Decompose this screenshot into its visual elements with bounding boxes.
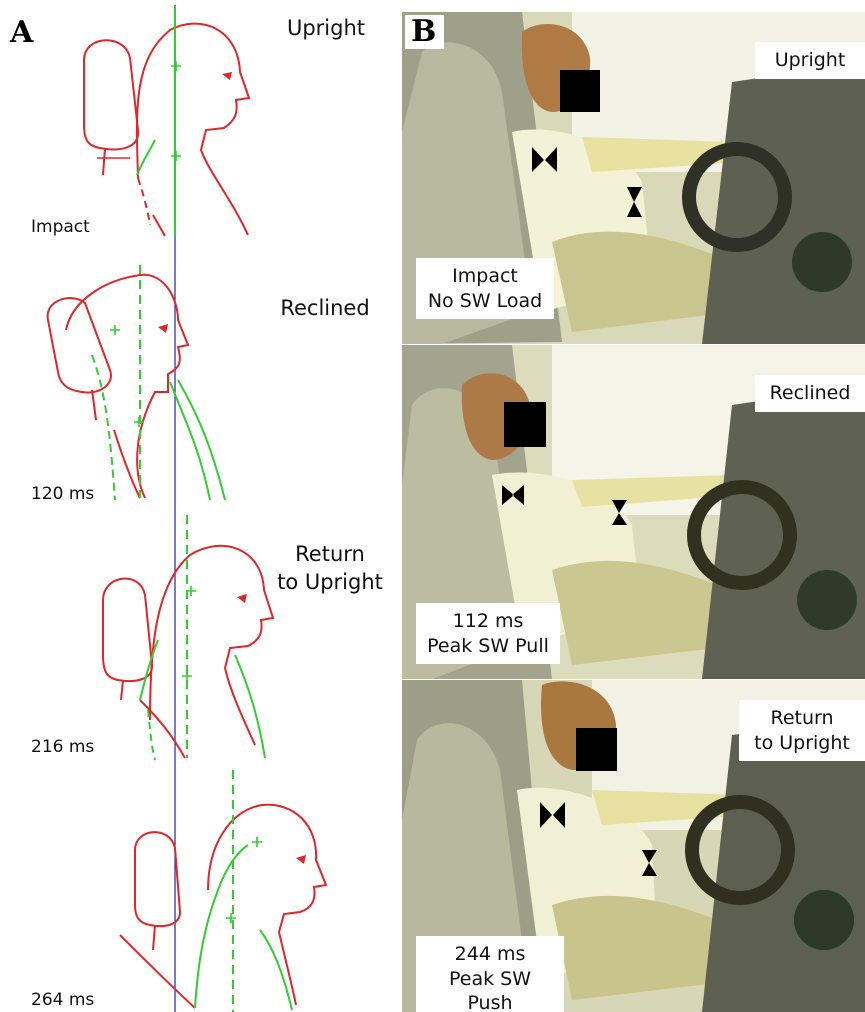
panel-b: Upright Impact No SW Load Reclined 112 m… [402,12,865,1012]
panel-a-letter: A [10,18,33,48]
photo-upright: Upright Impact No SW Load [402,12,865,344]
frame-return-figure [103,515,273,760]
panel-a-diagram [0,0,400,1012]
pose-label-upright: Upright [276,14,376,42]
frame-upright-figure [84,5,249,236]
eye-mark [158,324,168,333]
photo-reclined: Reclined 112 ms Peak SW Pull [402,345,865,679]
time-label-impact: Impact [31,217,90,237]
photo-pose-reclined: Reclined [755,375,865,412]
frame-reclined-figure [48,265,225,500]
headrest-outline [84,40,138,149]
eye-mark [237,594,247,603]
eye-mark [296,855,306,864]
time-label-264ms: 264 ms [31,990,94,1010]
headrest-outline [103,579,152,681]
photo-return-to-upright: Return to Upright 244 ms Peak SW Push [402,680,865,1012]
pose-label-reclined: Reclined [270,294,380,322]
head-outline [137,24,249,235]
photo-caption-impact: Impact No SW Load [416,258,554,319]
panel-a: A Upright Impact Reclined 120 ms Return … [0,0,400,1012]
head-outline [150,546,273,745]
head-outline [66,275,188,498]
headrest-outline [48,298,111,392]
time-label-120ms: 120 ms [31,484,94,504]
pose-label-return-to-upright: Return to Upright [270,540,390,597]
photo-caption-112ms: 112 ms Peak SW Pull [416,603,560,664]
frame-264ms-figure [120,770,326,1012]
panel-b-letter: B [405,15,444,49]
photo-pose-upright: Upright [755,42,865,79]
head-outline [208,805,326,1005]
photo-caption-244ms: 244 ms Peak SW Push [416,936,564,1012]
headrest-outline [135,832,180,926]
eye-mark [222,72,232,80]
time-label-216ms: 216 ms [31,737,94,757]
photo-pose-return-to-upright: Return to Upright [739,700,865,761]
